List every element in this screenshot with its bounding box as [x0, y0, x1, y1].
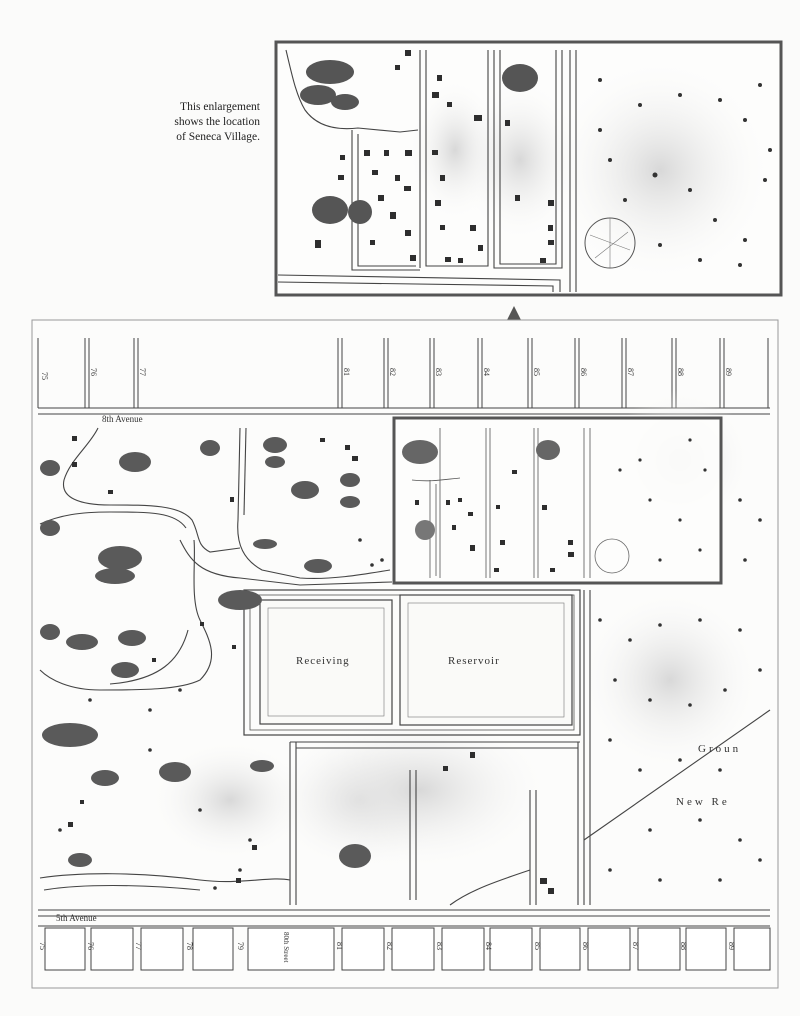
- caption-line-1: This enlargement: [180, 101, 260, 113]
- bottom-street-81: 81: [335, 942, 344, 950]
- bottom-street-82: 82: [385, 942, 394, 950]
- rock-clusters: [40, 437, 371, 868]
- bottom-street-86: 86: [581, 942, 590, 950]
- bottom-street-75: 75: [38, 942, 47, 950]
- bottom-street-numbers: 75 76 77 78 79 80th Street 81 82 83 84 8…: [38, 932, 736, 963]
- caption-line-2: shows the location: [174, 116, 260, 128]
- bottom-street-80-label: 80th Street: [282, 932, 290, 963]
- bottom-street-83: 83: [435, 942, 444, 950]
- enlargement-caption: This enlargement shows the location of S…: [120, 100, 260, 145]
- top-street-75: 75: [40, 372, 49, 380]
- tree-stipple: [58, 498, 762, 890]
- top-street-86: 86: [579, 368, 588, 376]
- bottom-street-79: 79: [236, 942, 245, 950]
- map-buildings: [68, 436, 554, 894]
- bottom-street-77: 77: [134, 942, 143, 950]
- receiving-label: Receiving: [296, 655, 350, 667]
- receiving-basin: [259, 599, 393, 725]
- bottom-street-76: 76: [86, 942, 95, 950]
- inset-rock-cluster: [300, 60, 538, 224]
- bottom-street-85: 85: [533, 942, 542, 950]
- top-street-81: 81: [342, 368, 351, 376]
- top-street-numbers: 75 76 77 81 82 83 84 85 86 87 88 89: [40, 368, 733, 380]
- southern-roads: [289, 590, 771, 906]
- top-street-76: 76: [89, 368, 98, 376]
- reservoir-compound: Receiving Reservoir: [243, 589, 581, 736]
- top-street-77: 77: [138, 368, 147, 376]
- bottom-street-78: 78: [185, 942, 194, 950]
- top-street-84: 84: [482, 368, 491, 376]
- ground-label: Groun: [698, 743, 741, 755]
- top-street-85: 85: [532, 368, 541, 376]
- bottom-street-84: 84: [484, 942, 493, 950]
- reservoir-label: Reservoir: [448, 655, 500, 667]
- new-re-label: New Re: [676, 796, 730, 808]
- bottom-street-88: 88: [679, 942, 688, 950]
- enlargement-inset: [274, 40, 783, 297]
- inset-trees: [598, 78, 772, 267]
- bottom-street-blocks: [44, 927, 771, 971]
- top-street-83: 83: [434, 368, 443, 376]
- top-street-88: 88: [676, 368, 685, 376]
- top-street-87: 87: [626, 368, 635, 376]
- top-street-82: 82: [388, 368, 397, 376]
- caption-line-3: of Seneca Village.: [176, 131, 260, 143]
- seneca-village-highlight: [392, 416, 723, 585]
- highlight-contents: [402, 428, 707, 578]
- top-street-89: 89: [724, 368, 733, 376]
- bottom-street-89: 89: [727, 942, 736, 950]
- bottom-street-grid: [38, 909, 770, 927]
- eighth-avenue-label: 8th Avenue: [102, 414, 143, 424]
- bottom-street-87: 87: [631, 942, 640, 950]
- main-map: 75 76 77 81 82 83 84 85 86 87 88 89 8th …: [31, 319, 779, 989]
- inset-buildings: [315, 50, 554, 263]
- park-roads: [39, 427, 393, 891]
- fifth-avenue-label: 5th Avenue: [56, 913, 97, 923]
- reservoir-basin: [399, 594, 573, 726]
